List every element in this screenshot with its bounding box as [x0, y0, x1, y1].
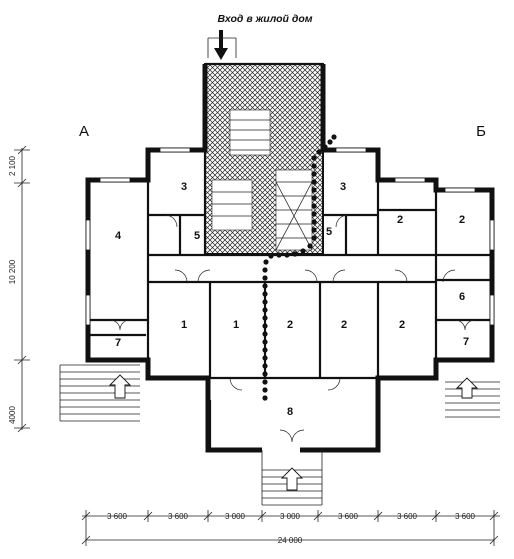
- door-swings: [109, 214, 476, 443]
- dim-horizontal-3: 3 000: [225, 512, 246, 521]
- dim-horizontal-5: 3 600: [338, 512, 359, 521]
- room-2-c: 2: [399, 319, 405, 331]
- room-2-b: 2: [341, 319, 347, 331]
- right-entrance-steps: [445, 377, 500, 418]
- axis-label-left: А: [79, 123, 89, 140]
- entrance-title: Вход в жилой дом: [217, 13, 312, 25]
- entrance-arrow-icon: [214, 30, 228, 60]
- residential-stair-block: [204, 63, 324, 255]
- partition-line: [262, 134, 337, 401]
- room-2-a: 2: [287, 319, 293, 331]
- dim-horizontal-4: 3 000: [280, 512, 301, 521]
- dim-vertical-1: 2 100: [8, 155, 17, 176]
- room-3-left: 3: [181, 181, 187, 193]
- dim-horizontal-7: 3 600: [455, 512, 476, 521]
- bottom-entrance-steps: [261, 450, 323, 506]
- horizontal-dimension-chain: [81, 510, 500, 546]
- room-6-right: 6: [459, 291, 465, 303]
- room-8: 8: [287, 406, 293, 418]
- dim-horizontal-2: 3 600: [168, 512, 189, 521]
- axis-label-right: Б: [476, 123, 486, 140]
- windows: [85, 147, 495, 326]
- room-3-right: 3: [340, 181, 346, 193]
- dim-total: 24 000: [278, 536, 303, 545]
- room-2-upper-right-b: 2: [459, 214, 465, 226]
- dim-vertical-2: 10 200: [8, 259, 17, 284]
- room-2-upper-right-a: 2: [397, 214, 403, 226]
- dim-vertical-3: 4000: [8, 406, 17, 424]
- room-1-a: 1: [181, 319, 187, 331]
- dim-horizontal-6: 3 600: [397, 512, 418, 521]
- dim-horizontal-1: 3 600: [107, 512, 128, 521]
- room-5-left: 5: [194, 230, 200, 242]
- room-5-right: 5: [326, 226, 332, 238]
- left-entrance-steps: [59, 364, 140, 422]
- room-1-b: 1: [233, 319, 239, 331]
- room-4: 4: [115, 230, 122, 242]
- interior-walls: [88, 150, 492, 450]
- room-7-right: 7: [463, 336, 469, 348]
- room-7-left: 7: [115, 337, 121, 349]
- vertical-dimension-chain: [14, 145, 30, 433]
